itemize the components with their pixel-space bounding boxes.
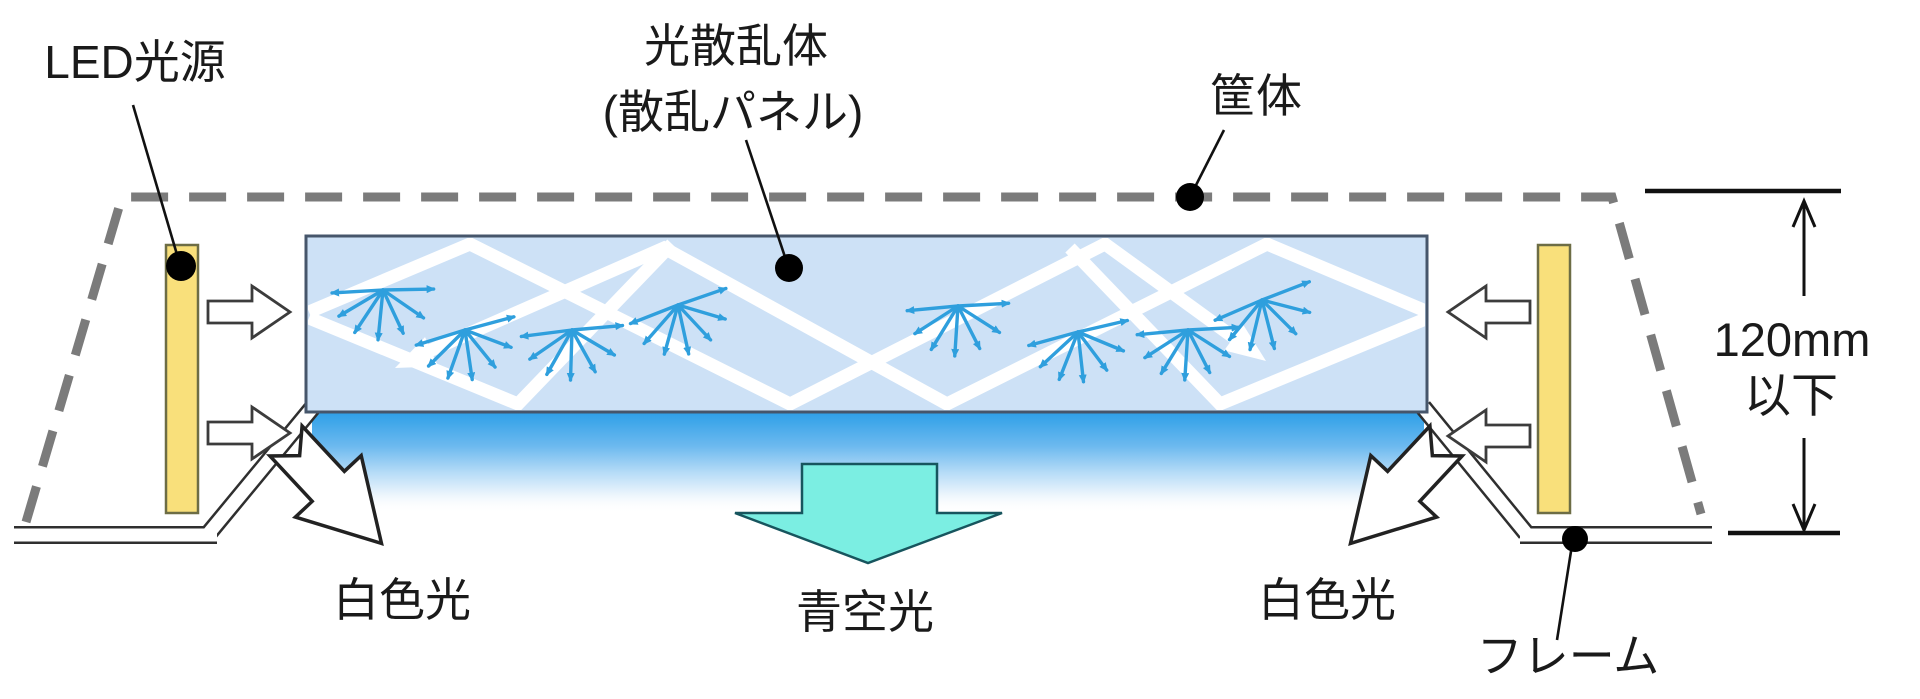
housing-pointer-line: [1190, 129, 1226, 194]
scatterer-pointer-line: [744, 139, 789, 264]
light-ray-left: [308, 238, 1244, 410]
led-light-arrow-icon: [1446, 284, 1532, 340]
light-ray-right-2: [1065, 243, 1425, 410]
led-pointer-line: [131, 104, 180, 259]
light-rays: [308, 238, 1425, 410]
scatterer-label-line2: (散乱パネル): [603, 86, 864, 138]
sky-light-arrow-icon: [734, 462, 1003, 565]
dimension-arrowhead-up-icon: [1791, 197, 1817, 228]
ray-arrowhead-left: [395, 337, 439, 368]
dimension-value: 120mm: [1714, 313, 1871, 366]
dimension-lines: [1645, 188, 1841, 536]
led-bar-left: [164, 243, 200, 515]
white-light-label-right: 白色光: [1258, 574, 1396, 626]
led-bar-right: [1536, 243, 1572, 515]
frame-label: フレーム: [1477, 630, 1660, 682]
white-light-label-left: 白色光: [333, 574, 471, 626]
ray-arrowhead-right: [1224, 324, 1266, 361]
light-ray-right: [417, 238, 1425, 410]
housing-label: 筐体: [1210, 70, 1302, 122]
frame-left: [14, 401, 320, 544]
dimension-qualifier: 以下: [1744, 369, 1838, 422]
frame-right: [1416, 401, 1712, 544]
frame-pointer-line: [1555, 544, 1574, 641]
housing-outline: [21, 192, 1706, 524]
dimension-arrowhead-down-icon: [1791, 503, 1817, 534]
scatterer-pointer-dot: [775, 254, 803, 282]
frame-pointer-dot: [1562, 526, 1588, 552]
label-pointers: [131, 104, 1574, 641]
housing-pointer-dot: [1176, 183, 1204, 211]
light-ray-left-2: [308, 239, 677, 410]
led-pointer-dot: [166, 251, 196, 281]
sky-light-label: 青空光: [796, 586, 934, 638]
led-light-arrow-icon: [206, 284, 292, 340]
led-source-label: LED光源: [44, 36, 225, 88]
scatterer-label-line1: 光散乱体: [644, 20, 828, 72]
